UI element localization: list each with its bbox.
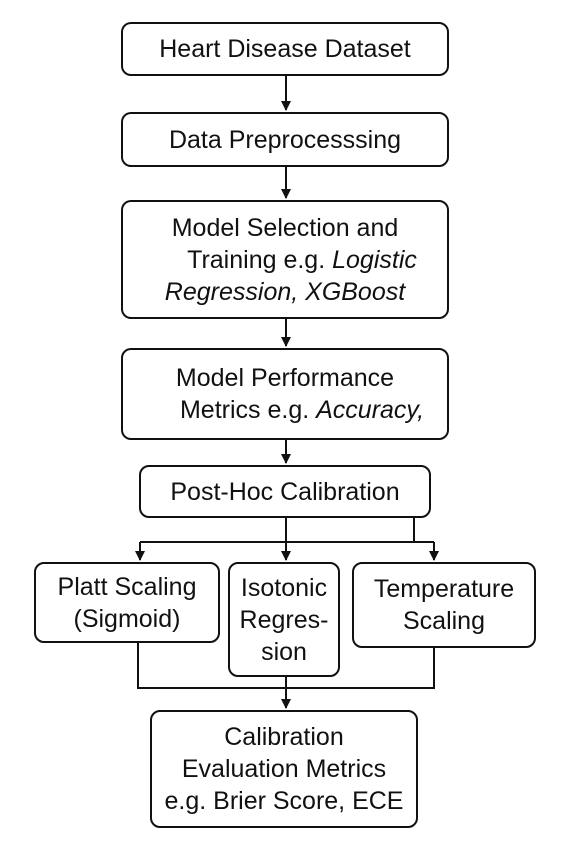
- isotonic-line-3: sion: [261, 637, 307, 666]
- temperature-line-2: Scaling: [403, 607, 485, 635]
- model-selection-line-2: Training e.g. Logistic: [153, 244, 417, 276]
- performance-example: Accuracy,: [316, 396, 425, 424]
- preprocessing-label: Data Preprocesssing: [168, 125, 402, 154]
- heart-disease-dataset-node: Heart Disease Dataset: [121, 22, 449, 76]
- isotonic-line-2: Regres-: [239, 605, 329, 634]
- isotonic-line-1: Isotonic: [240, 573, 328, 602]
- model-selection-prefix: Training e.g.: [187, 245, 326, 274]
- platt-line-1: Platt Scaling: [57, 572, 197, 601]
- evaluation-line-1: Calibration: [224, 723, 344, 751]
- performance-line-1: Model Performance: [175, 364, 395, 392]
- performance-line-2: Metrics e.g. Accuracy,: [146, 394, 424, 426]
- evaluation-line-3: e.g. Brier Score, ECE: [164, 787, 404, 815]
- model-performance-node: Model Performance Metrics e.g. Accuracy,: [121, 348, 449, 440]
- isotonic-regression-node: Isotonic Regres- sion: [228, 562, 340, 677]
- dataset-label: Heart Disease Dataset: [159, 35, 411, 63]
- evaluation-line-2: Evaluation Metrics: [181, 755, 387, 783]
- calibration-evaluation-node: Calibration Evaluation Metrics e.g. Brie…: [150, 710, 418, 828]
- model-selection-example-1: Logistic: [332, 245, 417, 274]
- performance-prefix: Metrics e.g.: [179, 396, 310, 424]
- temperature-line-1: Temperature: [373, 575, 515, 603]
- calibration-label: Post-Hoc Calibration: [170, 477, 400, 506]
- post-hoc-calibration-node: Post-Hoc Calibration: [139, 465, 431, 518]
- platt-scaling-node: Platt Scaling (Sigmoid): [34, 562, 220, 643]
- model-selection-line-1: Model Selection and: [171, 213, 399, 242]
- model-selection-example-2: Regression, XGBoost: [164, 277, 406, 306]
- data-preprocessing-node: Data Preprocesssing: [121, 112, 449, 167]
- platt-line-2: (Sigmoid): [73, 604, 181, 633]
- temperature-scaling-node: Temperature Scaling: [352, 562, 536, 648]
- model-selection-node: Model Selection and Training e.g. Logist…: [121, 200, 449, 319]
